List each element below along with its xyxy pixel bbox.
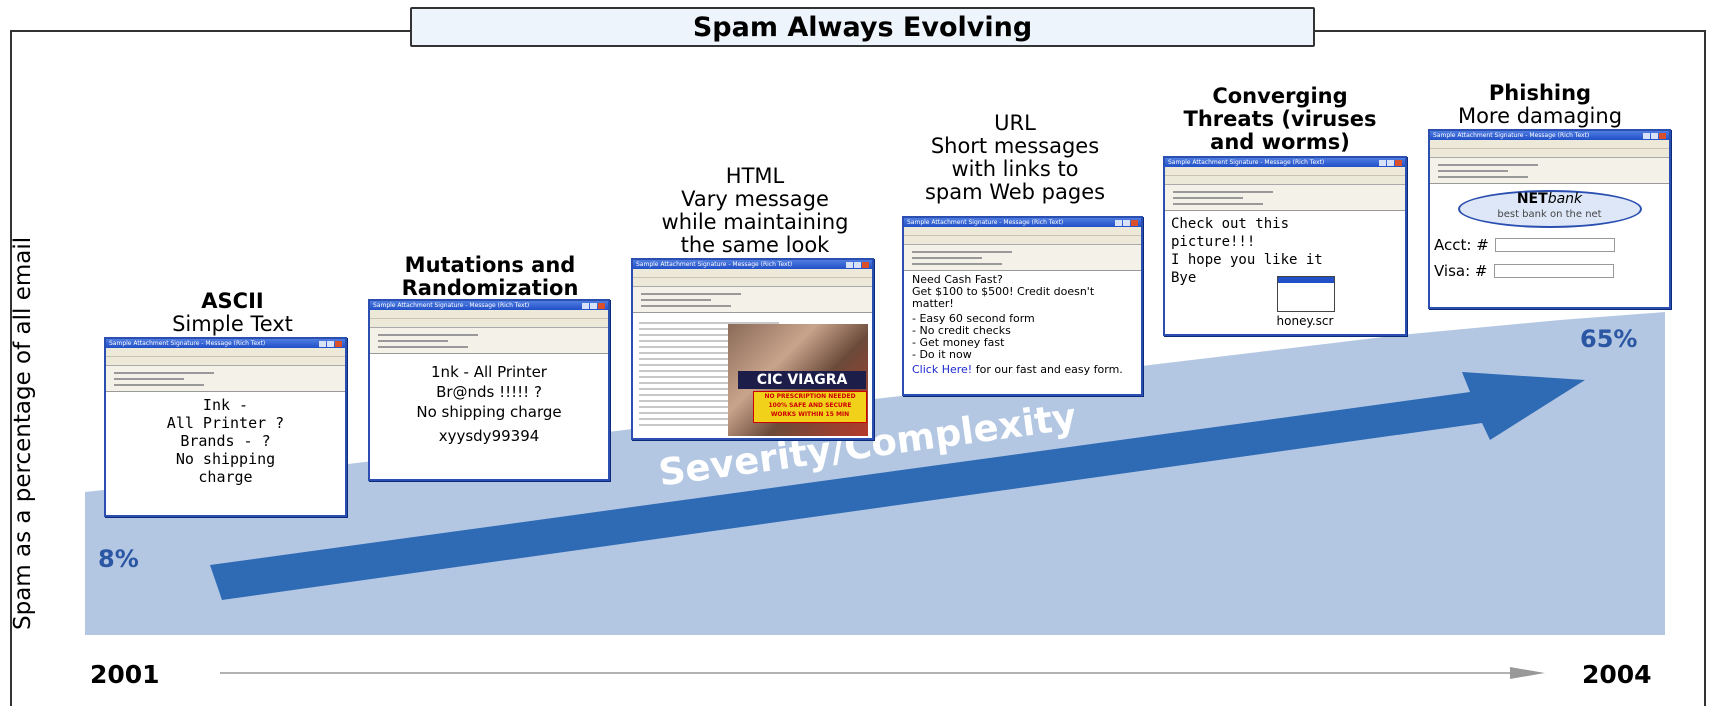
email-line: Get $100 to $500! Credit doesn't matter!: [912, 285, 1095, 310]
stage-converging-caption: Converging Threats (viruses and worms): [1160, 85, 1400, 154]
bank-name-italic: bank: [1547, 191, 1583, 207]
email-window-ascii: Sample Attachment Signature - Message (R…: [104, 337, 347, 517]
stage-subtitle: Short messages: [930, 134, 1100, 158]
window-title: Sample Attachment Signature - Message (R…: [373, 302, 530, 309]
email-line: - No credit checks: [912, 324, 1011, 337]
email-line: - Get money fast: [912, 336, 1005, 349]
stage-ascii-caption: ASCII Simple Text: [140, 290, 325, 336]
stage-mutations-caption: Mutations and Randomization: [380, 254, 600, 300]
email-line: Brands - ?: [180, 432, 271, 450]
promo-line: NO PRESCRIPTION NEEDED: [764, 393, 856, 400]
close-icon: [1395, 159, 1402, 166]
stage-heading: Phishing: [1488, 81, 1592, 105]
email-line: No shipping charge: [416, 403, 562, 421]
stage-subtitle: Randomization: [401, 276, 579, 300]
email-line: Ink -: [202, 396, 249, 414]
acct-field-row: Acct: #: [1434, 236, 1665, 254]
stage-subtitle: with links to: [951, 157, 1079, 181]
attachment-name: honey.scr: [1276, 314, 1334, 328]
email-window-html: Sample Attachment Signature - Message (R…: [631, 258, 874, 440]
stage-url-caption: URL Short messages with links to spam We…: [895, 112, 1135, 204]
stage-heading: HTML: [725, 164, 785, 188]
window-title: Sample Attachment Signature - Message (R…: [1168, 159, 1325, 166]
visa-input[interactable]: [1493, 264, 1614, 278]
diagram-title: Spam Always Evolving: [410, 7, 1315, 47]
email-line: - Do it now: [912, 348, 972, 361]
stage-subtitle: and worms): [1210, 130, 1350, 154]
severity-arrow: [210, 372, 1585, 600]
email-window-phishing: Sample Attachment Signature - Message (R…: [1428, 129, 1671, 309]
promo-line: 100% SAFE AND SECURE: [768, 402, 852, 409]
start-year: 2001: [90, 660, 160, 689]
end-percent: 65%: [1580, 325, 1638, 353]
email-line: Br@nds !!!!! ?: [436, 383, 542, 401]
stage-subtitle: Simple Text: [172, 312, 293, 336]
email-line: Check out this: [1171, 216, 1290, 232]
visa-field-row: Visa: #: [1434, 262, 1665, 280]
end-year: 2004: [1582, 660, 1652, 689]
email-line: for our fast and easy form.: [975, 363, 1123, 376]
netbank-logo: NETbank best bank on the net: [1457, 190, 1642, 228]
close-icon: [862, 261, 869, 268]
email-line: Need Cash Fast?: [912, 273, 1003, 286]
email-window-url: Sample Attachment Signature - Message (R…: [902, 216, 1143, 396]
email-window-converging: Sample Attachment Signature - Message (R…: [1163, 156, 1407, 336]
visa-label: Visa: #: [1434, 262, 1488, 280]
attachment-icon: [1277, 276, 1335, 312]
click-here-link[interactable]: Click Here!: [912, 363, 973, 376]
window-title: Sample Attachment Signature - Message (R…: [636, 261, 793, 268]
email-line: Bye: [1171, 270, 1197, 286]
bank-name-bold: NET: [1516, 191, 1548, 207]
stage-heading: URL: [994, 111, 1036, 135]
y-axis-label: Spam as a percentage of all email: [10, 236, 36, 630]
email-line: picture!!!: [1171, 234, 1256, 250]
email-window-mutations: Sample Attachment Signature - Message (R…: [368, 299, 610, 481]
stage-heading: Mutations and: [404, 253, 576, 277]
email-line: I hope you like it: [1171, 252, 1323, 268]
email-line: xyysdy99394: [438, 427, 540, 445]
email-line: 1nk - All Printer: [431, 363, 547, 381]
promo-line: WORKS WITHIN 15 MIN: [770, 411, 850, 418]
stage-subtitle: spam Web pages: [924, 180, 1106, 204]
close-icon: [1131, 219, 1138, 226]
viagra-banner: CIC VIAGRA: [738, 371, 866, 389]
acct-input[interactable]: [1494, 238, 1615, 252]
close-icon: [598, 302, 605, 309]
promo-box: NO PRESCRIPTION NEEDED 100% SAFE AND SEC…: [753, 391, 867, 423]
close-icon: [1659, 132, 1666, 139]
window-title: Sample Attachment Signature - Message (R…: [907, 219, 1064, 226]
close-icon: [335, 340, 342, 347]
timeline-arrowhead: [1510, 667, 1545, 679]
stage-subtitle: Threats (viruses: [1183, 107, 1377, 131]
bank-tagline: best bank on the net: [1497, 209, 1602, 220]
window-title: Sample Attachment Signature - Message (R…: [109, 340, 266, 347]
stage-heading: ASCII: [201, 289, 264, 313]
acct-label: Acct: #: [1434, 236, 1489, 254]
window-title: Sample Attachment Signature - Message (R…: [1433, 132, 1590, 139]
stage-heading: Converging: [1212, 84, 1348, 108]
stage-html-caption: HTML Vary message while maintaining the …: [630, 165, 880, 257]
stage-subtitle: while maintaining: [661, 210, 849, 234]
email-line: No shipping: [175, 450, 276, 468]
stage-subtitle: the same look: [680, 233, 830, 257]
email-line: All Printer ?: [166, 414, 285, 432]
stage-subtitle: Vary message: [681, 187, 829, 211]
stage-subtitle: More damaging: [1457, 104, 1623, 128]
start-percent: 8%: [98, 545, 139, 573]
email-line: - Easy 60 second form: [912, 312, 1035, 325]
email-line: charge: [198, 468, 253, 486]
stage-phishing-caption: Phishing More damaging: [1440, 82, 1640, 128]
